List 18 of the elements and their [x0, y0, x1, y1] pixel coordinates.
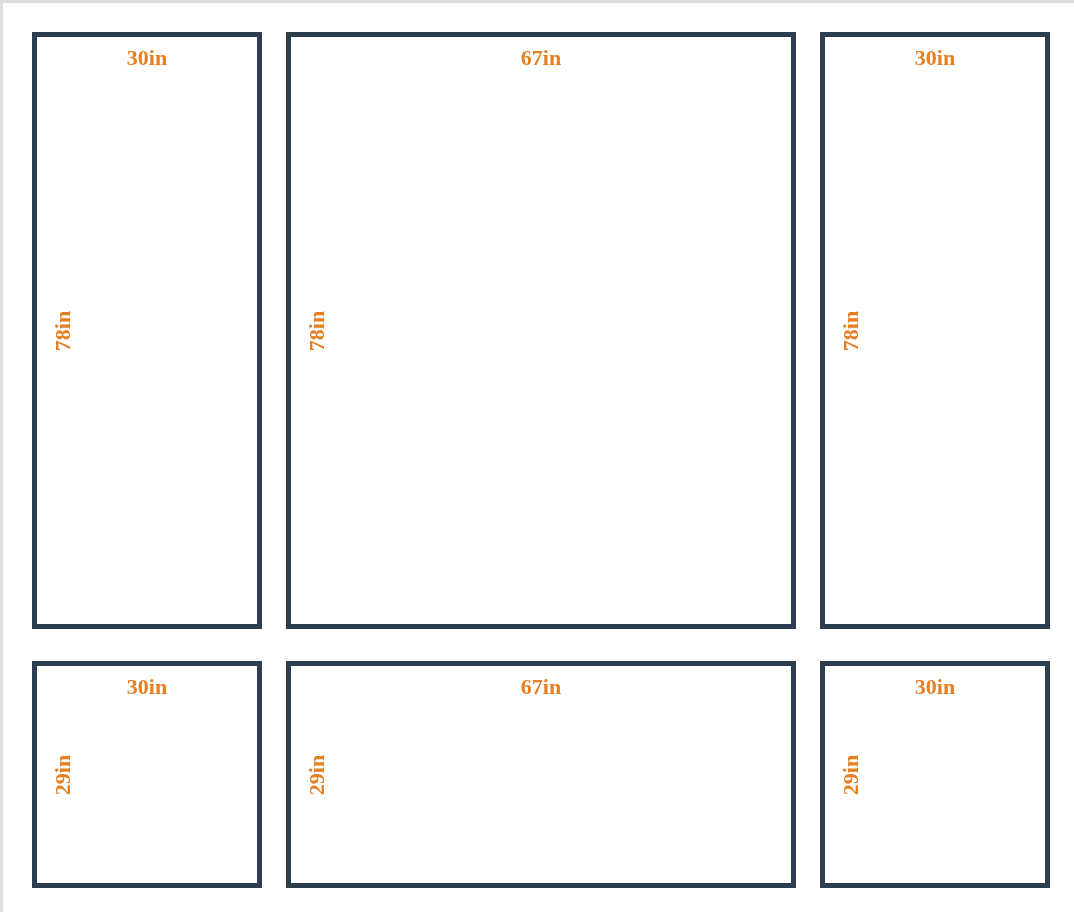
width-dimension: 30in [125, 674, 169, 700]
panel-outline [32, 32, 262, 629]
width-dimension: 30in [913, 45, 957, 71]
panel-outline [820, 32, 1050, 629]
height-dimension: 29in [838, 754, 864, 795]
height-dimension: 78in [838, 310, 864, 351]
height-dimension: 29in [50, 754, 76, 795]
width-dimension: 30in [125, 45, 169, 71]
height-dimension: 78in [50, 310, 76, 351]
panel-outline [32, 661, 262, 888]
panel-outline [820, 661, 1050, 888]
width-dimension: 67in [519, 45, 563, 71]
panel-outline [286, 32, 796, 629]
width-dimension: 30in [913, 674, 957, 700]
panel-outline [286, 661, 796, 888]
height-dimension: 29in [304, 754, 330, 795]
width-dimension: 67in [519, 674, 563, 700]
height-dimension: 78in [304, 310, 330, 351]
